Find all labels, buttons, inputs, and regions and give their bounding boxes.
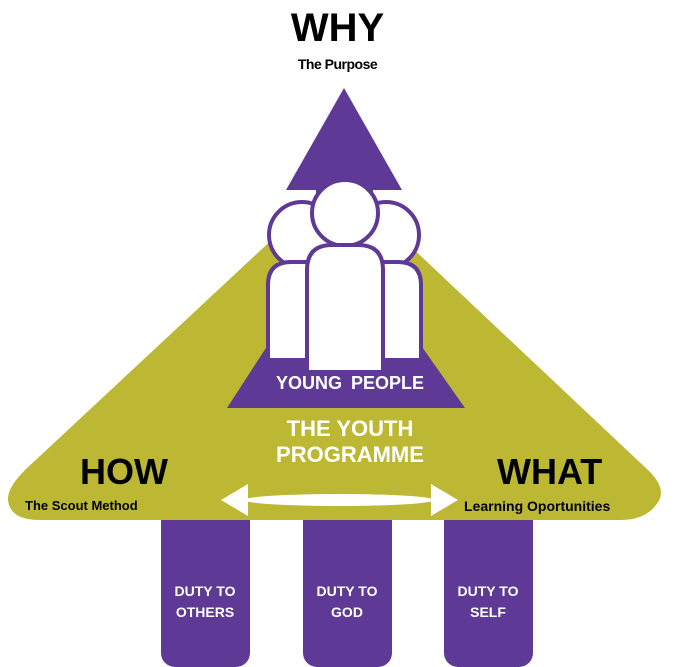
pillar-duty-to-god bbox=[303, 480, 392, 667]
pillar-label-duty-to-others: DUTY TO OTHERS bbox=[174, 583, 236, 620]
people-group-icon bbox=[266, 178, 423, 374]
what-title: WHAT bbox=[497, 451, 603, 492]
pillar-label-duty-to-self: DUTY TO SELF bbox=[457, 583, 519, 620]
pillars bbox=[161, 480, 533, 667]
what-subtitle: Learning Oportunities bbox=[464, 498, 611, 514]
how-subtitle: The Scout Method bbox=[25, 498, 138, 513]
pillar-duty-to-others bbox=[161, 480, 250, 667]
double-headed-arrow-icon bbox=[221, 484, 458, 516]
how-title: HOW bbox=[80, 451, 168, 492]
pillar-label-duty-to-god: DUTY TO GOD bbox=[316, 583, 378, 620]
young-people-label: YOUNG PEOPLE bbox=[275, 373, 425, 393]
pillar-duty-to-self bbox=[444, 480, 533, 667]
youth-programme-label: THE YOUTH PROGRAMME bbox=[276, 416, 424, 467]
why-title: WHY bbox=[290, 6, 385, 50]
why-subtitle: The Purpose bbox=[297, 56, 378, 72]
